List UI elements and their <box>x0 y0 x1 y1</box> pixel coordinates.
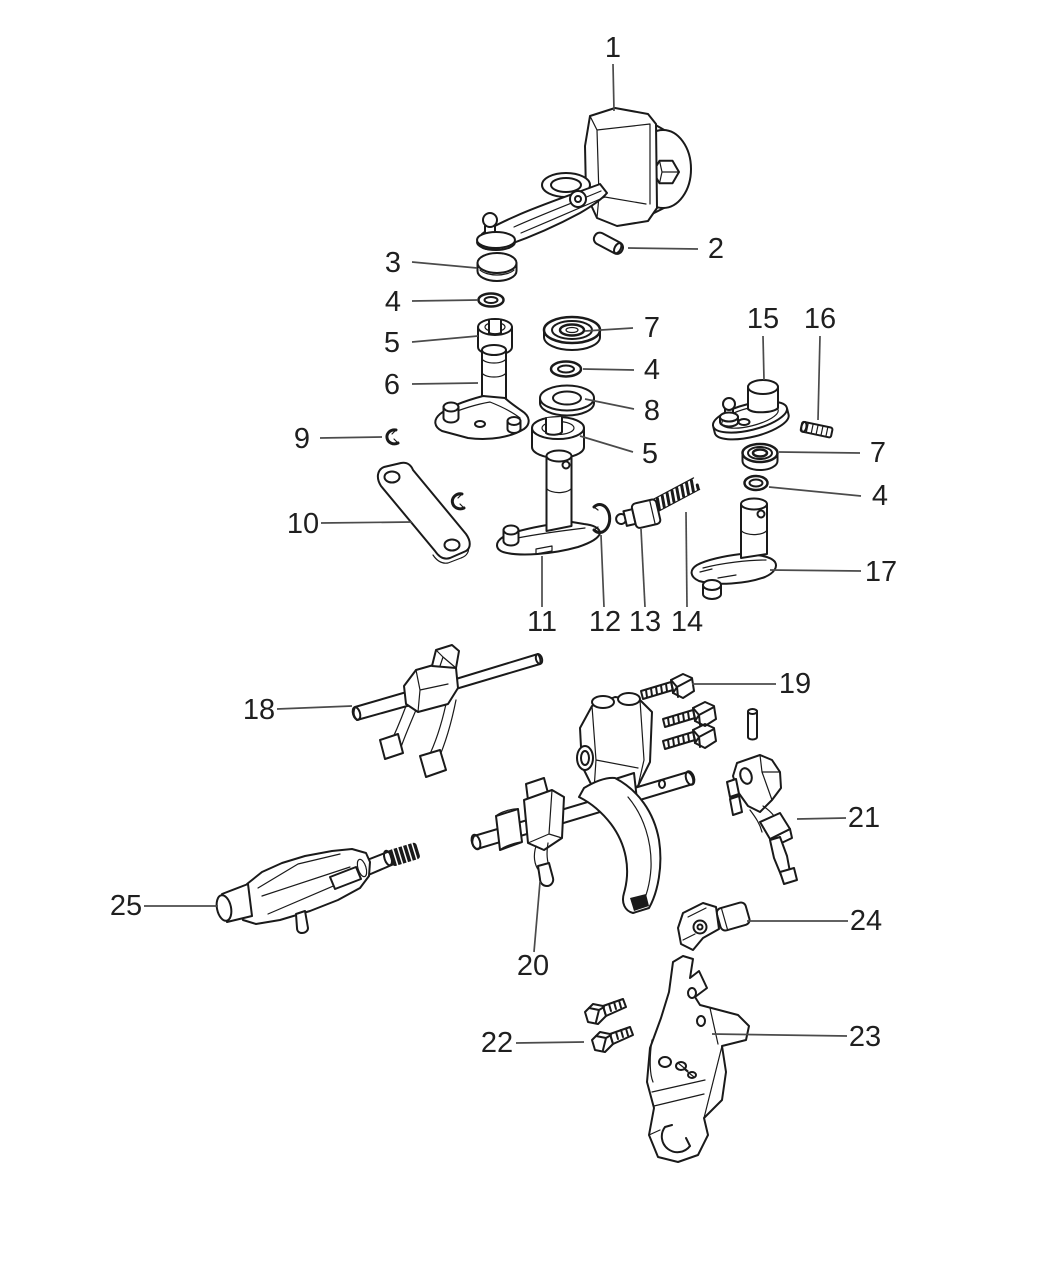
svg-text:12: 12 <box>589 606 621 638</box>
part-19-bolts <box>640 673 758 750</box>
svg-text:19: 19 <box>779 668 811 700</box>
svg-text:20: 20 <box>517 950 549 982</box>
svg-text:8: 8 <box>644 395 660 427</box>
svg-text:23: 23 <box>849 1021 881 1053</box>
callout-4a: 4 <box>385 286 479 318</box>
parts-illustration <box>215 107 834 1163</box>
part-12-snap-ring <box>592 503 612 534</box>
part-15-lever-assembly <box>711 379 790 441</box>
callout-4b: 4 <box>582 354 660 386</box>
svg-text:4: 4 <box>872 480 888 512</box>
svg-text:7: 7 <box>870 437 886 469</box>
part-21-shift-fork <box>726 754 798 885</box>
part-4-o-ring-c <box>743 474 769 492</box>
svg-text:5: 5 <box>642 438 658 470</box>
svg-text:11: 11 <box>527 606 557 638</box>
svg-text:16: 16 <box>804 303 836 335</box>
callout-21: 21 <box>796 802 880 834</box>
part-3-cap <box>476 252 518 282</box>
callout-9: 9 <box>294 423 383 455</box>
callout-3: 3 <box>385 247 478 279</box>
part-7-seal-b <box>741 442 779 471</box>
svg-text:1: 1 <box>605 32 621 64</box>
callout-23: 23 <box>711 1021 881 1053</box>
part-20-fork-rail-assembly <box>470 692 696 914</box>
part-18-shift-fork-rail <box>351 644 544 778</box>
callout-6: 6 <box>384 369 479 401</box>
svg-text:9: 9 <box>294 423 310 455</box>
part-24-joint-clamp <box>677 901 751 951</box>
callout-5a: 5 <box>384 327 479 359</box>
svg-text:7: 7 <box>644 312 660 344</box>
svg-text:22: 22 <box>481 1027 513 1059</box>
callout-19: 19 <box>692 668 811 700</box>
part-4-o-ring-b <box>549 360 583 378</box>
part-23-bracket <box>646 955 750 1163</box>
callout-10: 10 <box>287 508 413 540</box>
part-6-shaft-bracket <box>434 344 530 440</box>
part-8-washer <box>539 384 595 417</box>
callout-11: 11 <box>527 556 557 638</box>
callout-16: 16 <box>804 303 836 421</box>
callout-18: 18 <box>243 694 353 726</box>
svg-text:25: 25 <box>110 890 142 922</box>
svg-text:21: 21 <box>848 802 880 834</box>
part-17-shaft-lever <box>690 497 777 600</box>
callout-20: 20 <box>517 881 549 982</box>
part-14-spring <box>652 477 701 512</box>
part-9-e-clip <box>385 428 400 446</box>
svg-text:4: 4 <box>644 354 660 386</box>
svg-text:24: 24 <box>850 905 882 937</box>
part-1-actuator-motor-assembly <box>476 107 692 251</box>
svg-text:17: 17 <box>865 556 897 588</box>
part-25-selector-housing <box>215 842 420 934</box>
callout-5b: 5 <box>579 435 658 470</box>
callout-7a: 7 <box>584 312 660 344</box>
callout-12: 12 <box>589 534 621 638</box>
e-clip-unlabeled <box>450 492 466 511</box>
svg-text:14: 14 <box>671 606 703 638</box>
svg-text:2: 2 <box>708 233 724 265</box>
callout-22: 22 <box>481 1027 585 1059</box>
callout-1: 1 <box>605 32 621 112</box>
callout-24: 24 <box>747 905 882 937</box>
svg-text:5: 5 <box>384 327 400 359</box>
part-10-link-plate <box>376 461 471 564</box>
svg-text:10: 10 <box>287 508 319 540</box>
part-11-control-shaft <box>496 449 601 556</box>
callout-17: 17 <box>769 556 897 588</box>
svg-text:6: 6 <box>384 369 400 401</box>
callout-8: 8 <box>584 395 660 427</box>
part-4-o-ring-a <box>477 292 505 308</box>
callout-13: 13 <box>629 528 661 638</box>
callout-7b: 7 <box>778 437 886 469</box>
callout-15: 15 <box>747 303 779 381</box>
callout-4c: 4 <box>768 480 888 512</box>
part-5-bushing-b <box>531 416 585 459</box>
callout-2: 2 <box>627 233 724 265</box>
callout-25: 25 <box>110 890 218 922</box>
svg-text:18: 18 <box>243 694 275 726</box>
svg-text:4: 4 <box>385 286 401 318</box>
callout-14: 14 <box>671 511 703 638</box>
svg-text:3: 3 <box>385 247 401 279</box>
part-13-detent-plunger <box>615 498 662 529</box>
part-2-pin <box>592 231 625 255</box>
svg-text:13: 13 <box>629 606 661 638</box>
callouts: 1 2 3 4 5 6 7 4 <box>110 32 897 1059</box>
part-16-grooved-pin <box>799 420 834 439</box>
svg-text:15: 15 <box>747 303 779 335</box>
